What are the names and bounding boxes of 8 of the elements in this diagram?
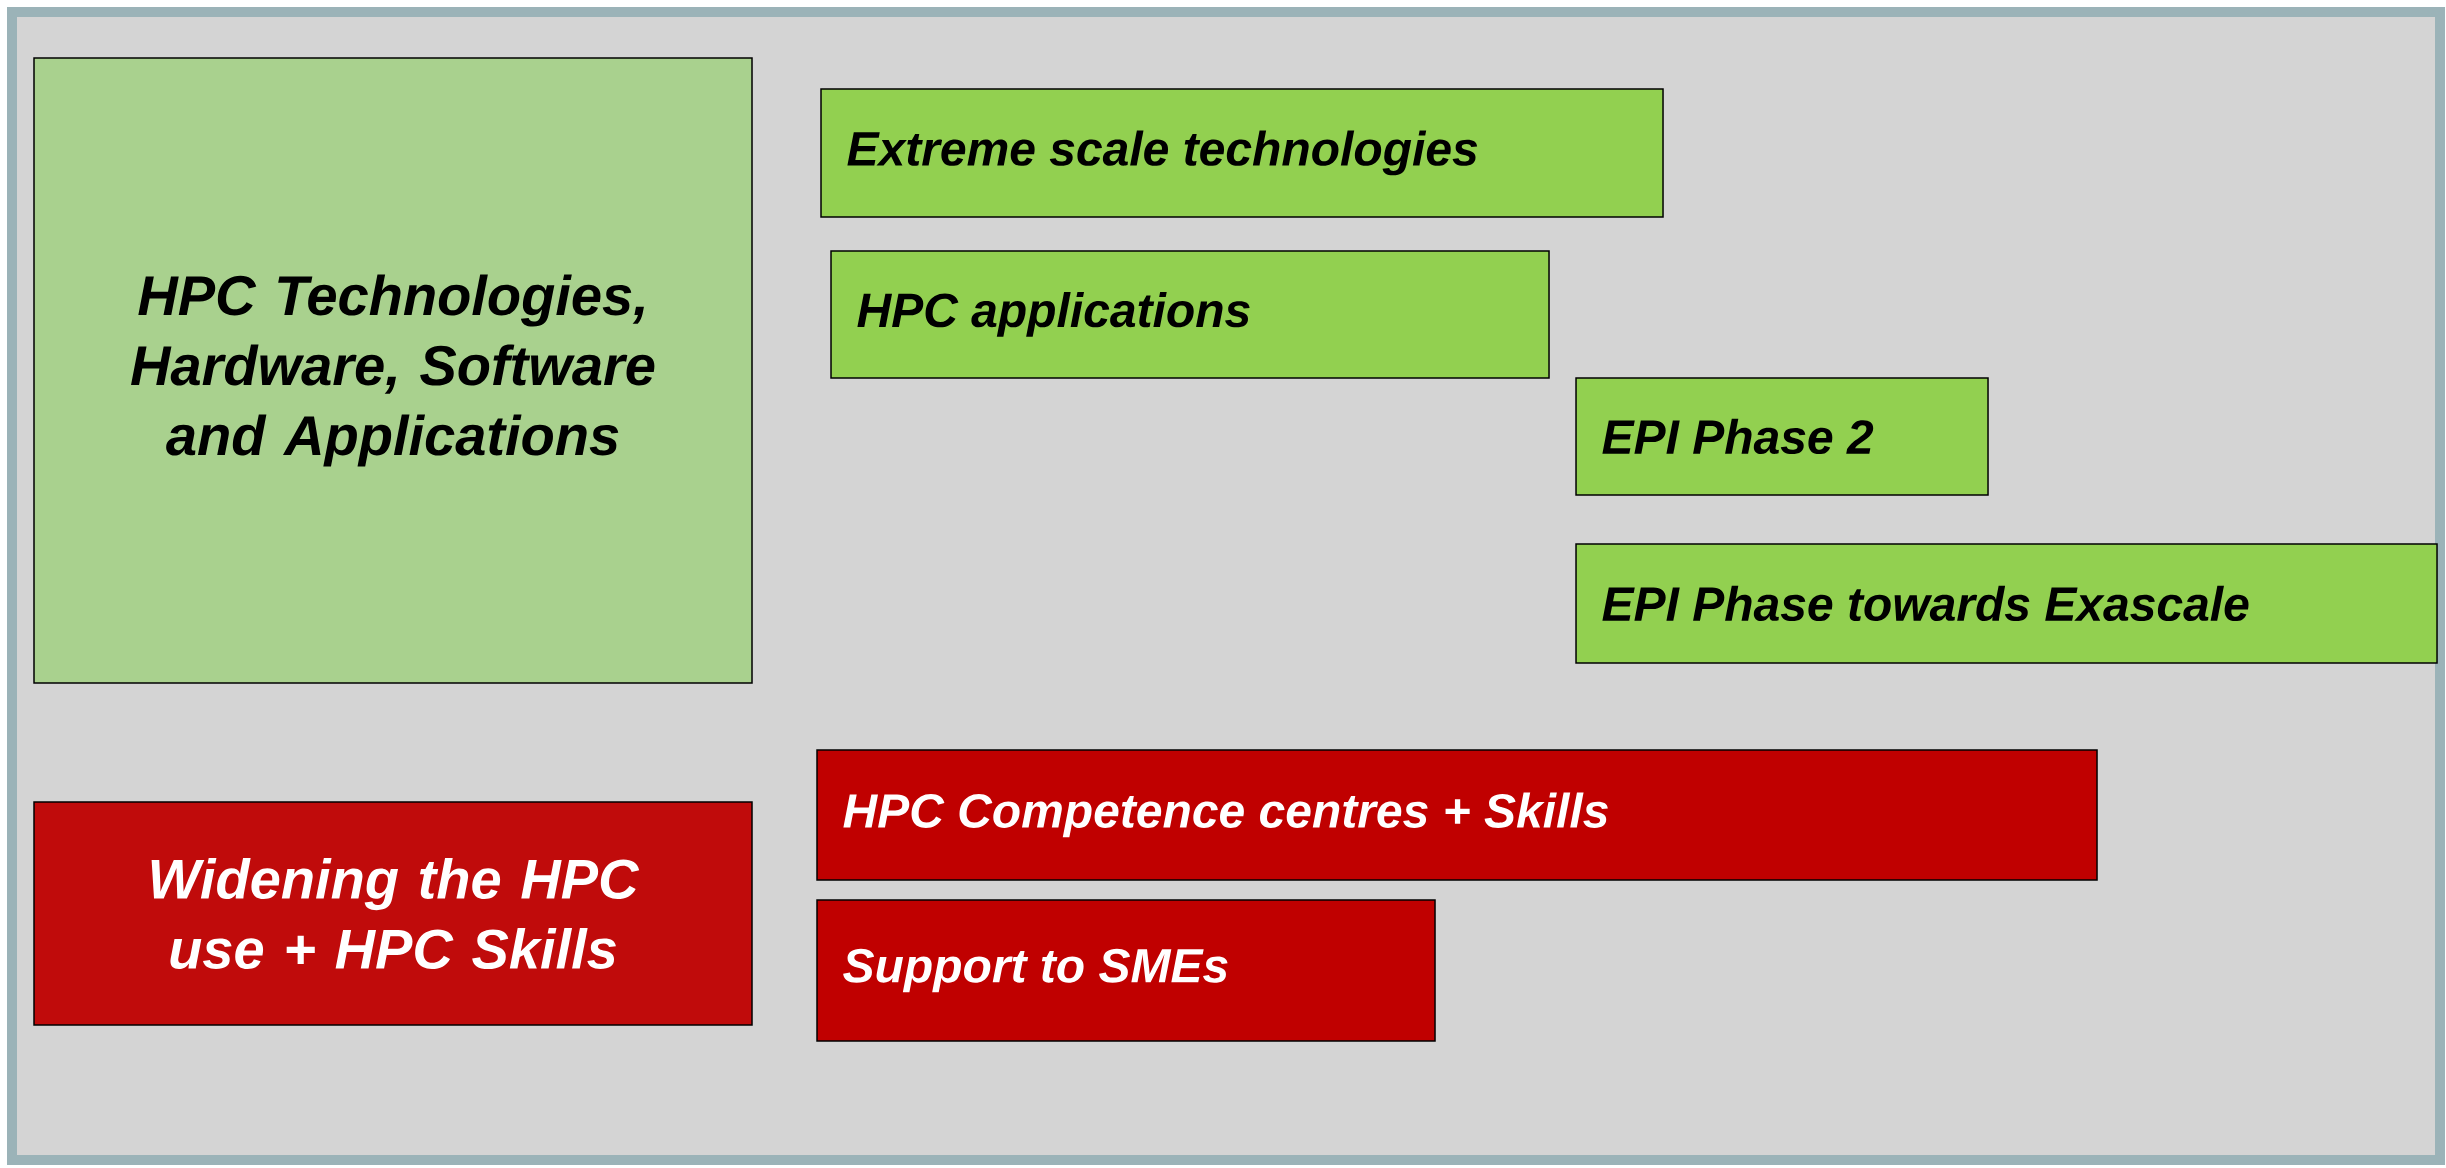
item-bar: HPC applications xyxy=(830,250,1550,379)
item-bar: Extreme scale technologies xyxy=(820,88,1664,218)
item-bar: Support to SMEs xyxy=(816,899,1436,1042)
topic-box: HPC Technologies, Hardware, Software and Applications xyxy=(33,57,753,684)
item-bar: EPI Phase towards Exascale xyxy=(1575,543,2438,664)
topic-box: Widening the HPC use + HPC Skills xyxy=(33,801,753,1026)
item-bar: EPI Phase 2 xyxy=(1575,377,1989,496)
item-bar: HPC Competence centres + Skills xyxy=(816,749,2098,881)
